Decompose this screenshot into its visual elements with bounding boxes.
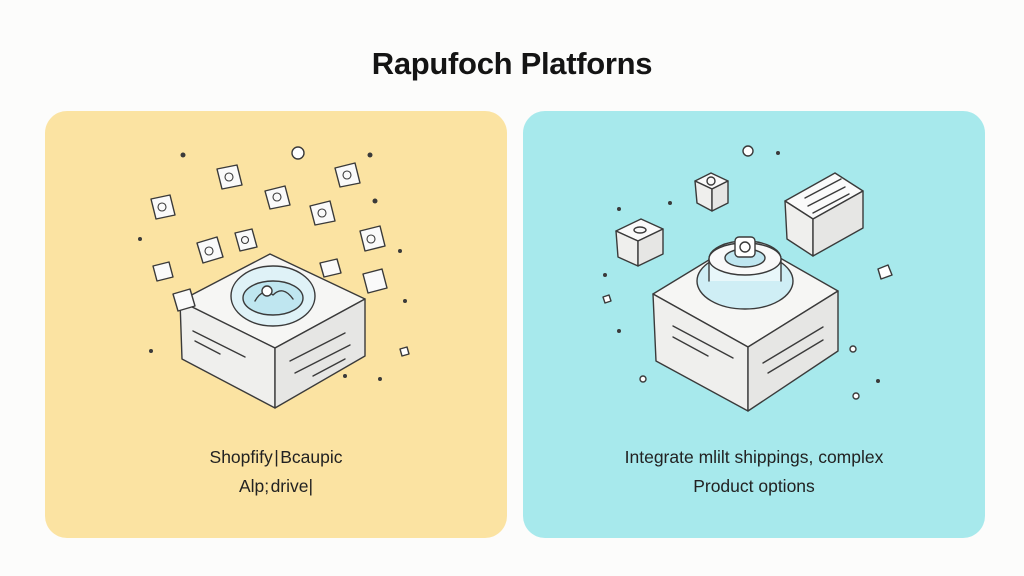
caption-line-1: Shopfify | Bcaupic	[209, 447, 343, 467]
panel-integrate: Integrate mlilt shippings, complex Produ…	[523, 111, 985, 538]
caption-integrate: Integrate mlilt shippings, complex Produ…	[523, 443, 985, 501]
caption-shopify: Shopfify | Bcaupic Alp; drive|	[45, 443, 507, 501]
page-title: Rapufoch Platforns	[371, 46, 653, 81]
caption-line-2: Alp; drive|	[238, 476, 314, 496]
panel-shopify: Shopfify | Bcaupic Alp; drive|	[45, 111, 507, 538]
open-box-with-floating-cards-icon	[138, 146, 410, 409]
caption-line-1: Integrate mlilt shippings, complex	[624, 447, 884, 467]
box-with-machine-and-crates-icon	[602, 145, 893, 412]
caption-line-2: Product options	[693, 476, 815, 496]
